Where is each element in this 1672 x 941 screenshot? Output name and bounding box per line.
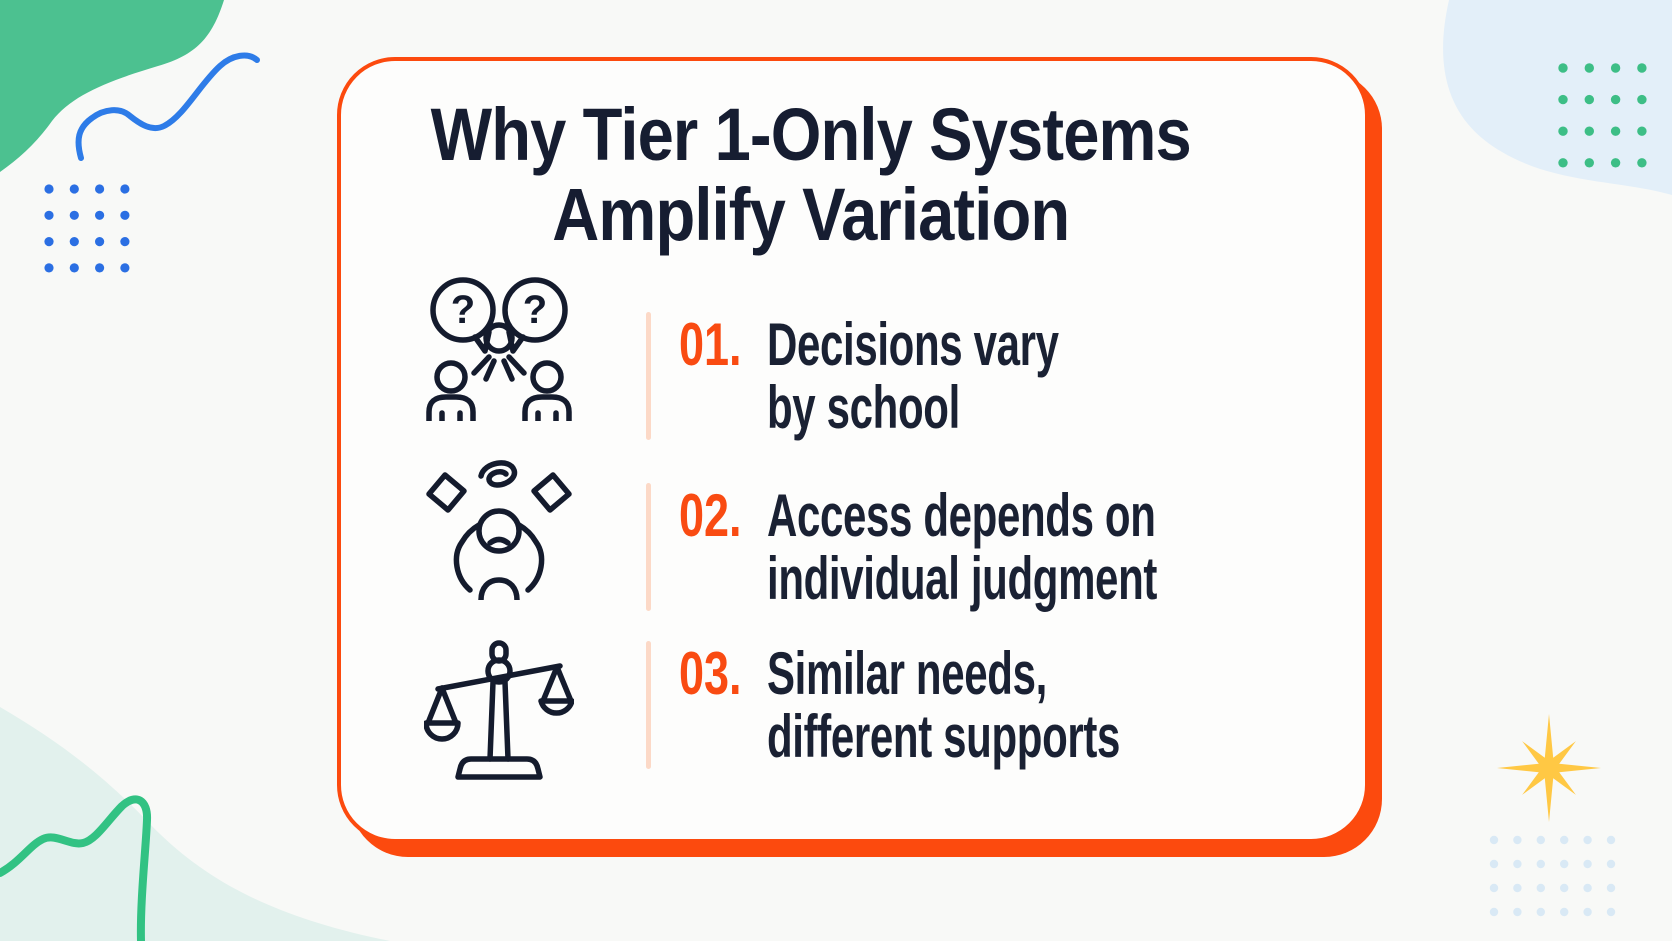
divider-line xyxy=(646,641,651,769)
item-text: Similar needs, different supports xyxy=(767,640,1121,770)
light-blue-blob-icon xyxy=(1443,0,1672,195)
blue-dots-grid-icon xyxy=(44,184,130,273)
svg-text:?: ? xyxy=(522,288,546,332)
divider-line xyxy=(646,483,651,611)
item-text: Access depends on individual judgment xyxy=(767,482,1158,612)
page-title: Why Tier 1-Only Systems Amplify Variatio… xyxy=(430,93,1192,256)
green-dots-grid-icon xyxy=(1558,63,1647,168)
balance-scale-icon xyxy=(421,637,576,787)
divider-line xyxy=(646,312,651,440)
svg-text:?: ? xyxy=(450,288,474,332)
frustrated-person-icon xyxy=(421,450,576,600)
green-blob-icon xyxy=(0,0,224,172)
item-number: 02. xyxy=(679,482,742,549)
mint-blob-icon xyxy=(0,707,390,941)
item-text: Decisions vary by school xyxy=(767,311,1059,441)
list-item-3: 03. Similar needs, different supports xyxy=(421,630,1271,780)
main-card: Why Tier 1-Only Systems Amplify Variatio… xyxy=(337,57,1369,843)
list-item-1: ? ? 01. Decisions vary by school xyxy=(421,277,1184,451)
item-number: 01. xyxy=(679,311,742,378)
light-blue-dots-grid-icon xyxy=(1489,835,1616,917)
people-questions-icon: ? ? xyxy=(421,271,576,421)
blue-squiggle-icon xyxy=(75,52,260,161)
green-squiggle-icon xyxy=(0,795,152,941)
list-item-2: 02. Access depends on individual judgmen… xyxy=(421,460,1324,622)
yellow-star-icon xyxy=(1497,714,1601,822)
item-number: 03. xyxy=(679,640,742,707)
